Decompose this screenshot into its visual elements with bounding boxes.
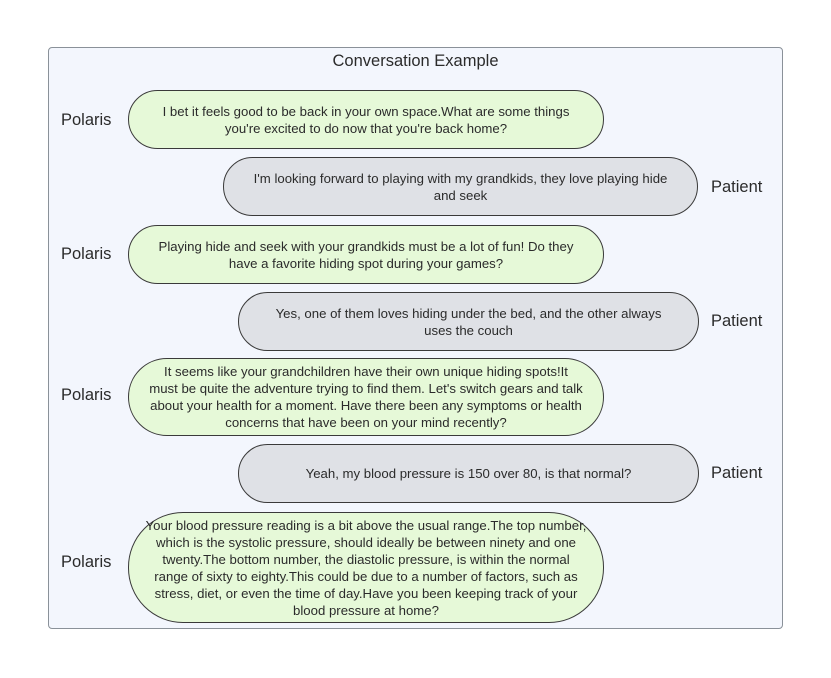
message-bubble-patient: Yes, one of them loves hiding under the … <box>238 292 699 351</box>
message-bubble-polaris: I bet it feels good to be back in your o… <box>128 90 604 149</box>
message-text: I'm looking forward to playing with my g… <box>253 170 668 203</box>
message-bubble-polaris: It seems like your grandchildren have th… <box>128 358 604 436</box>
message-bubble-polaris: Your blood pressure reading is a bit abo… <box>128 512 604 623</box>
speaker-label-polaris: Polaris <box>61 386 112 404</box>
message-bubble-patient: I'm looking forward to playing with my g… <box>223 157 698 216</box>
message-text: Playing hide and seek with your grandkid… <box>158 238 574 271</box>
diagram-title: Conversation Example <box>332 52 499 70</box>
speaker-label-patient: Patient <box>711 178 763 196</box>
speaker-label-polaris: Polaris <box>61 111 112 129</box>
message-bubble-polaris: Playing hide and seek with your grandkid… <box>128 225 604 284</box>
message-text: Yeah, my blood pressure is 150 over 80, … <box>305 466 632 481</box>
speaker-label-polaris: Polaris <box>61 553 112 571</box>
message-text: Yes, one of them loves hiding under the … <box>275 305 662 338</box>
message-text: I bet it feels good to be back in your o… <box>162 103 570 136</box>
message-text: Your blood pressure reading is a bit abo… <box>145 517 587 618</box>
speaker-label-patient: Patient <box>711 464 763 482</box>
message-text: It seems like your grandchildren have th… <box>149 364 583 430</box>
speaker-label-polaris: Polaris <box>61 245 112 263</box>
message-bubble-patient: Yeah, my blood pressure is 150 over 80, … <box>238 444 699 503</box>
speaker-label-patient: Patient <box>711 312 763 330</box>
